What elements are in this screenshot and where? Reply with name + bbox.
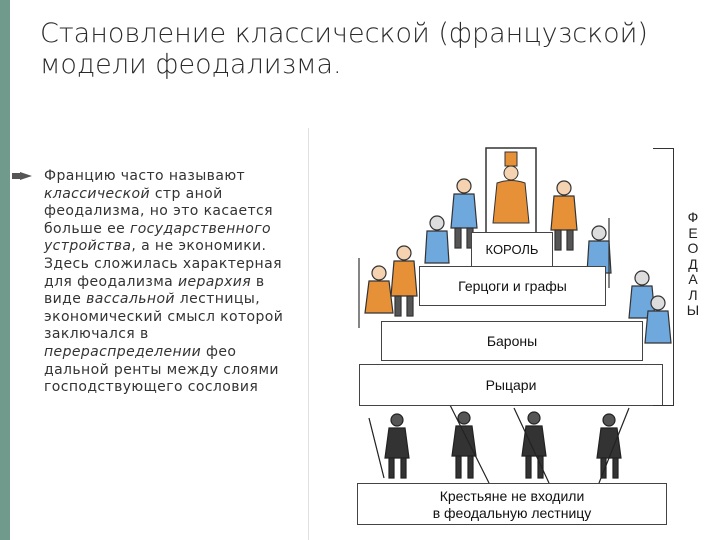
side-letter: А xyxy=(685,272,701,288)
side-letter: О xyxy=(685,241,701,257)
title-line-2: модели феодализма. xyxy=(40,49,700,80)
peasants-line-2: в феодальную лестницу xyxy=(358,505,666,522)
barons-step: Бароны xyxy=(381,321,643,361)
side-letter: Л xyxy=(685,288,701,304)
body-paragraph: Францию часто называют классической стр … xyxy=(44,168,306,397)
barons-label: Бароны xyxy=(487,333,537,349)
king-step: КОРОЛЬ xyxy=(471,232,553,268)
side-letter: Е xyxy=(685,226,701,242)
accent-bar xyxy=(0,0,10,540)
dukes-step: Герцоги и графы xyxy=(419,266,606,306)
body-text-part: Францию часто называют xyxy=(44,168,245,184)
title-line-1: Становление классической (французской) xyxy=(40,18,700,49)
slide-title: Становление классической (французской) м… xyxy=(40,18,700,80)
feudal-side-label: Ф Е О Д А Л Ы xyxy=(685,210,701,319)
body-emphasis: иерархия xyxy=(178,274,251,290)
king-label: КОРОЛЬ xyxy=(486,242,539,257)
side-letter: Д xyxy=(685,257,701,273)
body-emphasis: перераспределении xyxy=(44,344,201,360)
body-emphasis: вассальной xyxy=(86,291,175,307)
knights-label: Рыцари xyxy=(486,377,537,393)
feudal-ladder-illustration: КОРОЛЬ Герцоги и графы Бароны Рыцари Кре… xyxy=(308,128,720,540)
side-letter: Ы xyxy=(685,303,701,319)
body-emphasis: классической xyxy=(44,186,150,202)
side-letter: Ф xyxy=(685,210,701,226)
dukes-label: Герцоги и графы xyxy=(458,278,567,294)
knights-step: Рыцари xyxy=(359,364,663,406)
bullet-arrow-icon xyxy=(20,172,32,180)
peasants-line-1: Крестьяне не входили xyxy=(358,488,666,505)
feudal-bracket xyxy=(653,148,674,406)
peasants-box: Крестьяне не входили в феодальную лестни… xyxy=(357,483,667,525)
